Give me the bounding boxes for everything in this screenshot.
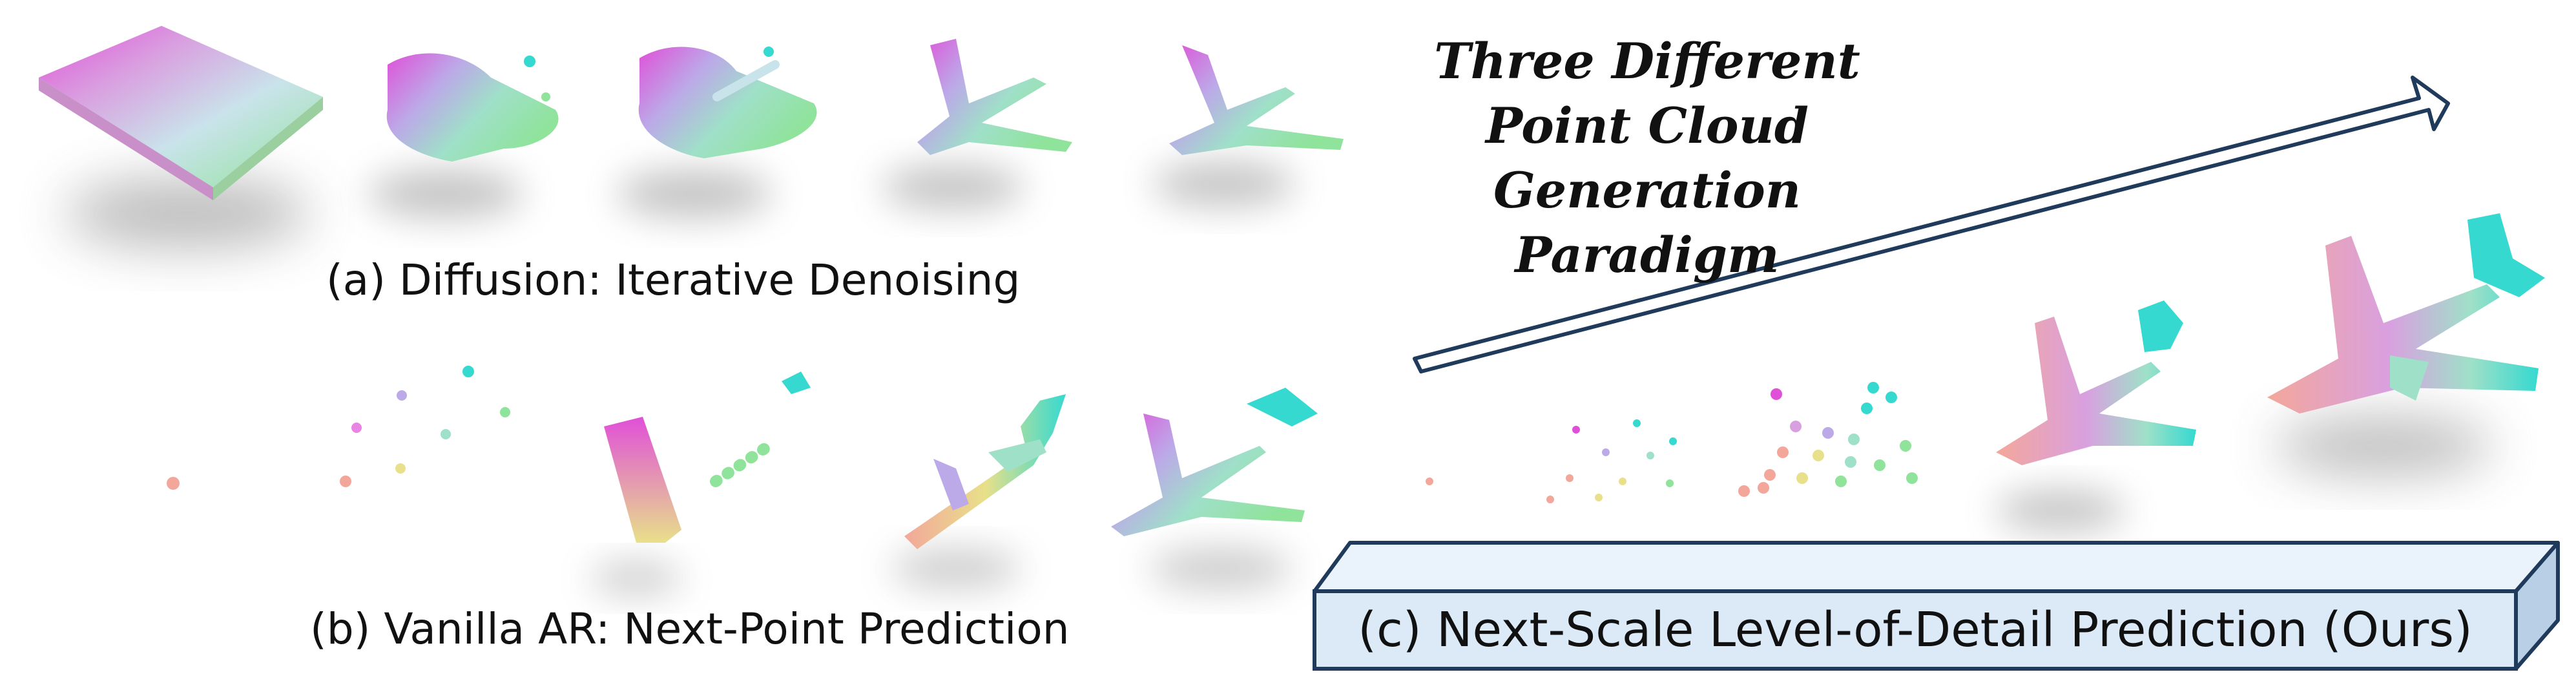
figure-title-line2: Generation Paradigm: [1493, 162, 1802, 284]
lod-step-1: [1426, 477, 1433, 485]
vanilla-ar-row: [167, 366, 1318, 594]
diffusion-step-5: [1153, 45, 1344, 207]
lod-step-4: [1996, 300, 2196, 531]
next-scale-row: [1413, 76, 2545, 531]
ar-step-2: [340, 366, 510, 487]
figure-title: Three Different Point Cloud Generation P…: [1389, 29, 1906, 288]
vanilla-ar-label: (b) Vanilla AR: Next-Point Prediction: [310, 604, 1070, 654]
ar-step-5: [1111, 388, 1318, 589]
diffusion-row: [39, 26, 1344, 249]
ours-label-box: [1313, 541, 2560, 671]
progress-arrow: [1413, 76, 2450, 373]
lod-step-5: [2267, 213, 2545, 475]
ar-step-3: [591, 372, 811, 594]
lod-step-3: [1738, 382, 1918, 497]
ar-step-4: [891, 394, 1066, 588]
ar-step-1: [167, 477, 180, 490]
diffusion-step-2: [368, 53, 559, 218]
diffusion-label: (a) Diffusion: Iterative Denoising: [326, 255, 1021, 305]
diffusion-step-3: [617, 47, 817, 218]
diffusion-step-1: [39, 26, 323, 249]
figure-title-line1: Three Different Point Cloud: [1434, 32, 1860, 154]
next-scale-label: (c) Next-Scale Level-of-Detail Predictio…: [1358, 602, 2473, 658]
diffusion-step-4: [882, 39, 1072, 210]
lod-step-2: [1546, 419, 1677, 503]
